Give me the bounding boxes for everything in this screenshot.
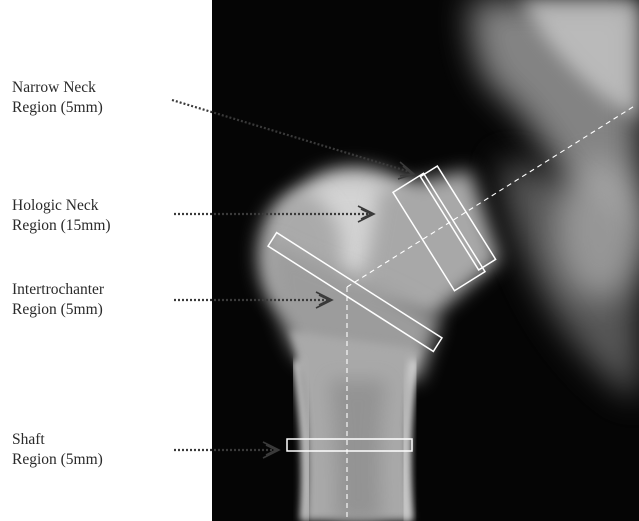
label-line-1: Hologic Neck [12,196,111,216]
label-line-2: Region (5mm) [12,98,103,118]
label-line-1: Shaft [12,430,103,450]
label-line-2: Region (15mm) [12,216,111,236]
shaft-region-label: Shaft Region (5mm) [12,430,103,470]
label-line-2: Region (5mm) [12,450,103,470]
narrow-neck-region-label: Narrow Neck Region (5mm) [12,78,103,118]
hologic-neck-region-label: Hologic Neck Region (15mm) [12,196,111,236]
label-line-1: Intertrochanter [12,280,104,300]
label-line-2: Region (5mm) [12,300,104,320]
xray-image [212,0,639,521]
label-line-1: Narrow Neck [12,78,103,98]
intertrochanter-region-label: Intertrochanter Region (5mm) [12,280,104,320]
